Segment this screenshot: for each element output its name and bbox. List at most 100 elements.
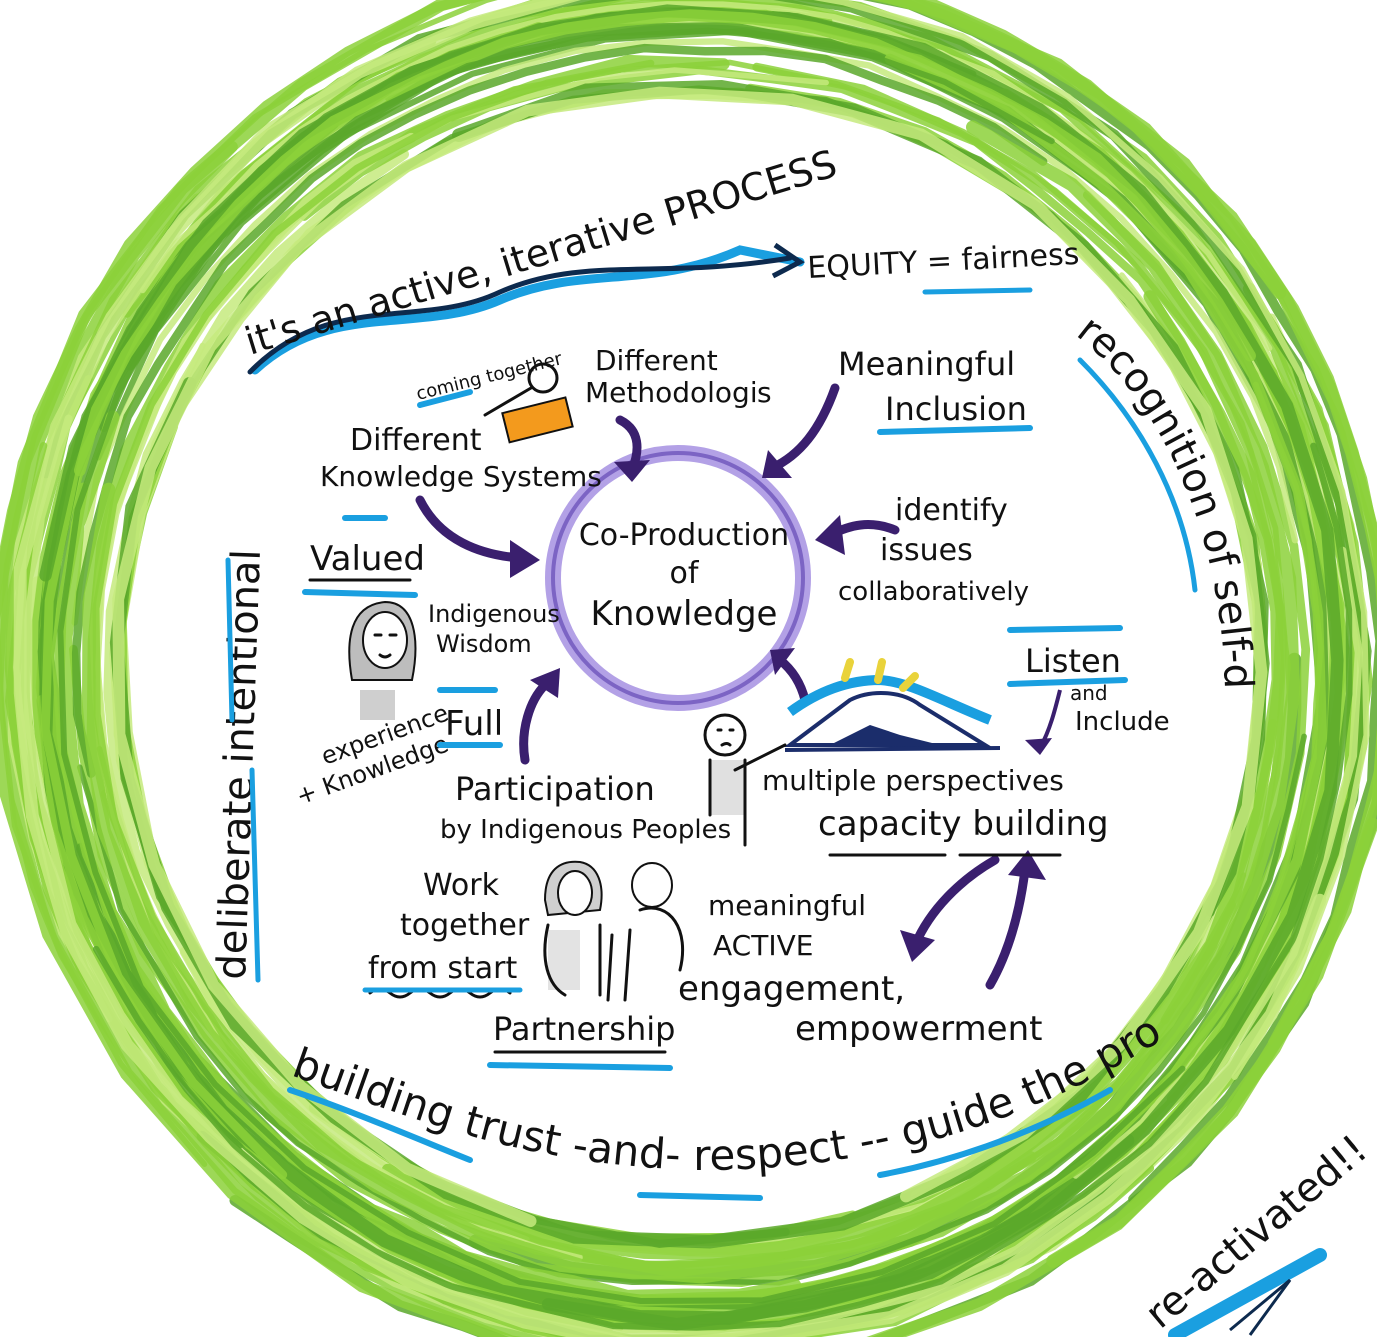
valued-text: Valued xyxy=(310,539,425,579)
two-people-icon xyxy=(543,860,685,1002)
arrows xyxy=(415,383,1062,990)
ring-stroke xyxy=(13,0,1327,1337)
knowledge-systems-line-2: Knowledge Systems xyxy=(320,460,602,493)
node-perspectives: multiple perspectives capacity building xyxy=(762,764,1109,857)
ring-stroke xyxy=(875,0,1377,1268)
node-knowledge-systems: Different Knowledge Systems xyxy=(320,423,602,493)
mountain-icon xyxy=(784,658,1001,752)
magnifier-handle xyxy=(483,386,533,417)
respect-highlight xyxy=(637,1192,763,1201)
equity-text: EQUITY = fairness xyxy=(807,237,1081,286)
partnership-highlight xyxy=(487,1062,673,1071)
face-1 xyxy=(557,870,593,916)
listen-highlight-top xyxy=(1007,625,1123,633)
from-start-wavy-underline xyxy=(368,987,512,999)
listen-highlight xyxy=(1007,677,1128,687)
inclusion-highlight xyxy=(877,425,1033,435)
arrowhead-listen-icon xyxy=(1025,738,1052,755)
ring-stroke xyxy=(71,38,1299,626)
process-arrowhead-icon xyxy=(771,242,805,279)
work-line-1: Work xyxy=(423,868,500,903)
engagement-line-1: meaningful xyxy=(708,889,866,922)
node-identify: identify issues collaboratively xyxy=(838,493,1029,607)
ring-stroke xyxy=(39,4,1344,1331)
engagement-line-2: ACTIVE xyxy=(713,929,813,962)
mountain-outline xyxy=(784,691,993,747)
pointing-person-icon xyxy=(703,713,787,847)
self-determination-highlight xyxy=(1077,357,1198,593)
work-line-3: from start xyxy=(368,951,517,986)
node-engagement: meaningful ACTIVE engagement, empowermen… xyxy=(678,889,1042,1049)
coming-together-highlight xyxy=(417,389,473,408)
face xyxy=(362,611,408,669)
node-inclusion: Meaningful Inclusion xyxy=(838,345,1033,435)
and-text: and xyxy=(1070,681,1108,705)
engagement-line-3: engagement, xyxy=(678,969,905,1009)
mountain-shadow xyxy=(830,725,940,745)
identify-line-1: identify xyxy=(895,493,1008,528)
valued-highlight xyxy=(302,589,418,598)
coming-together-text: coming together xyxy=(414,348,565,405)
guide-highlight xyxy=(877,1087,1113,1178)
node-listen: Listen and Include xyxy=(1007,625,1170,737)
listen-text: Listen xyxy=(1025,642,1121,680)
center-line-2: of xyxy=(670,556,700,591)
inclusion-line-1: Meaningful xyxy=(838,345,1015,383)
ring-stroke xyxy=(73,9,1256,477)
trust-highlight xyxy=(287,1087,473,1163)
arrow-knowledge-systems xyxy=(415,495,525,563)
ring-stroke xyxy=(92,442,1353,1331)
arrowhead-capacity-down-icon xyxy=(900,930,935,962)
ring-stroke xyxy=(57,27,1186,1305)
participation-line-1: Participation xyxy=(455,770,655,808)
node-methodologies: Different Methodologi s xyxy=(585,344,772,409)
partnership-text: Partnership xyxy=(493,1010,675,1048)
arrowhead-capacity-up-icon xyxy=(1008,850,1046,880)
face-features xyxy=(716,728,735,747)
wisdom-line-2: Wisdom xyxy=(436,630,532,658)
node-full: Full xyxy=(437,687,503,748)
arrow-capacity-up xyxy=(985,865,1030,990)
include-text: Include xyxy=(1075,707,1170,737)
arrow-capacity-down xyxy=(910,855,1000,950)
face-2 xyxy=(631,862,673,908)
body-shading xyxy=(710,760,745,815)
capacity-text: capacity building xyxy=(818,804,1109,844)
magnifier-icon xyxy=(527,362,559,394)
node-valued: Valued xyxy=(302,515,425,598)
center-node: Co-Production of Knowledge xyxy=(545,445,811,711)
arrowhead-methodologies-icon xyxy=(614,460,650,482)
arrow-perspectives xyxy=(775,655,810,705)
arrowhead-perspectives-icon xyxy=(770,648,795,675)
methodologies-line-2: Methodologi xyxy=(585,376,758,409)
ruler-icon xyxy=(501,396,574,444)
node-partnership: Partnership xyxy=(487,1010,675,1071)
node-indigenous-wisdom: Indigenous Wisdom xyxy=(428,600,560,658)
reactivated-highlight xyxy=(1168,1248,1327,1337)
ring-stroke xyxy=(112,86,1268,1227)
intentional-highlight xyxy=(225,557,235,723)
mountain-base xyxy=(784,746,1001,752)
arrowhead-inclusion-icon xyxy=(762,450,792,478)
center-circle xyxy=(551,451,805,705)
fairness-underline xyxy=(922,287,1033,295)
deliberate-highlight xyxy=(249,767,261,983)
arrow-inclusion xyxy=(767,383,840,473)
participation-line-2: by Indigenous Peoples xyxy=(440,815,731,845)
node-work-together: Work together from start xyxy=(362,868,530,999)
ring-stroke xyxy=(92,59,1237,1269)
process-arrow-line xyxy=(247,255,793,375)
full-text: Full xyxy=(445,704,503,744)
face-features xyxy=(373,633,398,659)
engagement-line-4: empowerment xyxy=(795,1009,1042,1049)
work-line-2: together xyxy=(400,908,530,943)
ring-stroke xyxy=(95,67,829,1243)
center-line-1: Co-Production xyxy=(579,518,789,553)
arrow-participation xyxy=(519,680,550,765)
bodies xyxy=(543,906,685,1002)
node-participation: Participation by Indigenous Peoples xyxy=(440,770,731,845)
